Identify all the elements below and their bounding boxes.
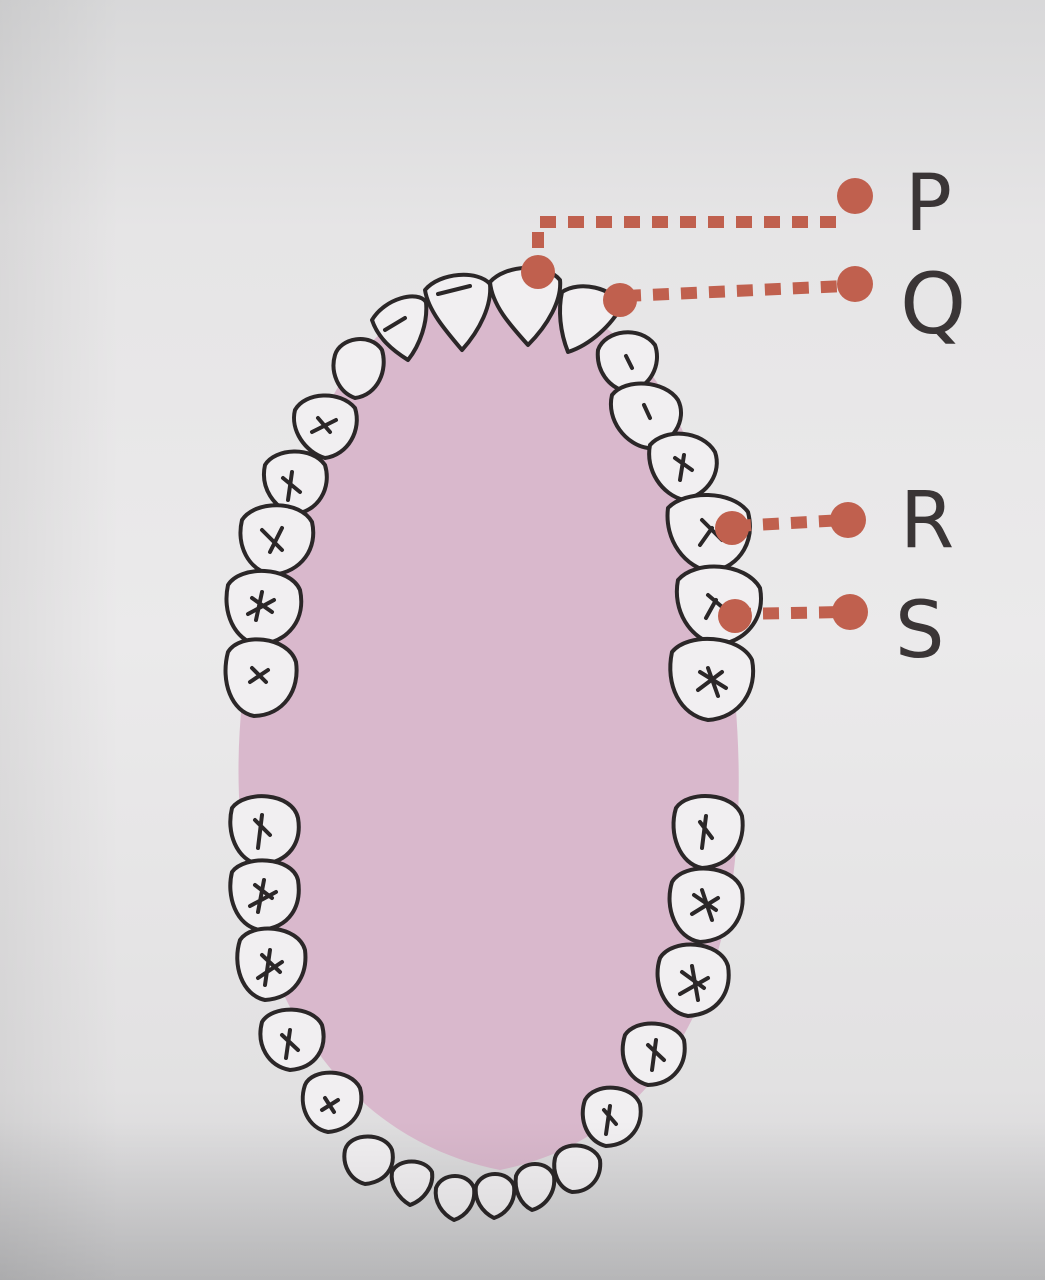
lower-molar-2-left <box>228 858 301 932</box>
upper-lateral-incisor-left <box>370 294 429 362</box>
lower-lateral-incisor-right <box>513 1162 557 1212</box>
tooth-dot-q <box>603 283 637 317</box>
leader-line-p <box>532 216 845 248</box>
upper-premolar-1-right <box>608 381 684 450</box>
leader-lines <box>532 216 846 620</box>
label-p: P <box>905 159 953 249</box>
leader-line-q <box>624 280 846 302</box>
palate-area <box>238 290 739 1170</box>
lower-lateral-incisor-left <box>389 1159 435 1207</box>
lower-canine-right <box>552 1143 603 1194</box>
leader-line-r <box>734 514 846 532</box>
label-q: Q <box>900 255 967 353</box>
lower-occlusal-marks <box>248 813 720 1136</box>
upper-canine-left <box>331 337 386 400</box>
label-dot-s <box>832 594 868 630</box>
tooth-dot-r <box>715 511 749 545</box>
leader-line-s <box>734 606 846 620</box>
upper-occlusal-marks <box>246 284 730 698</box>
lower-premolar-2-left <box>258 1007 326 1072</box>
tooth-dot-p <box>521 255 555 289</box>
label-r: R <box>900 476 955 566</box>
lower-central-incisor-right <box>473 1172 517 1220</box>
label-dot-p <box>837 178 873 214</box>
lower-central-incisor-left <box>433 1174 477 1222</box>
tooth-dot-s <box>718 599 752 633</box>
label-dot-q <box>837 266 873 302</box>
label-dot-r <box>830 502 866 538</box>
upper-premolar-2-left <box>262 449 329 516</box>
leader-dots <box>521 178 873 633</box>
label-s: S <box>895 586 945 676</box>
lower-canine-left <box>342 1134 395 1186</box>
